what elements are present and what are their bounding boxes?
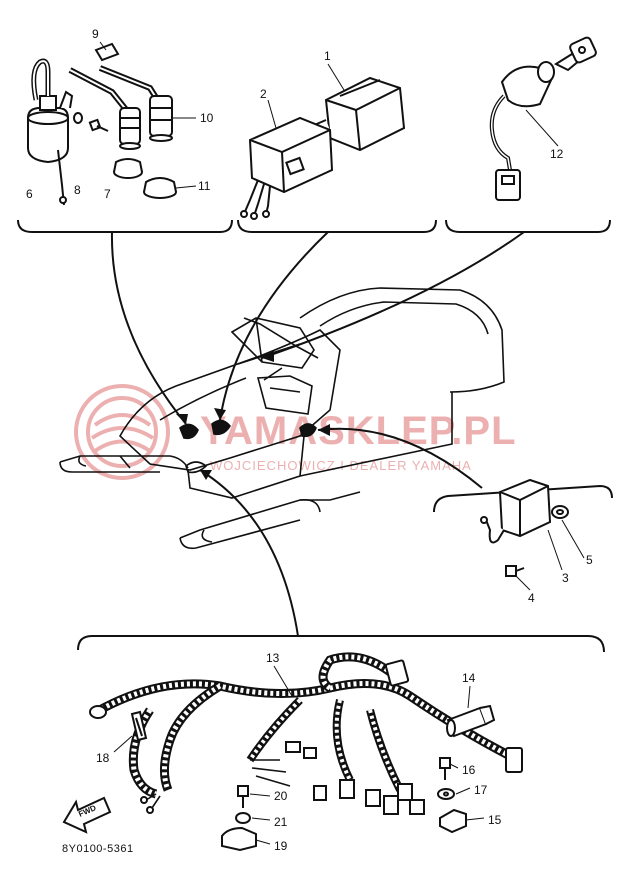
ignition-coil	[27, 58, 74, 206]
terminal-b	[146, 806, 154, 814]
callout-21: 21	[274, 815, 288, 829]
wire-harness	[93, 652, 513, 809]
callout-12: 12	[550, 147, 564, 161]
sleeve-part-14	[446, 704, 496, 738]
voltage-regulator-part-3	[480, 478, 552, 544]
connector-g	[397, 783, 413, 801]
callout-17: 17	[474, 783, 488, 797]
bolt-part-20	[237, 785, 249, 808]
clamp-part-19	[221, 826, 257, 852]
connector-c	[313, 785, 327, 801]
callouts: 1 2 3 4 5 6 7 8 9 10 11 12 13 14 15 16 1…	[26, 27, 593, 853]
washer-part-17	[437, 788, 455, 800]
leader-switch	[261, 231, 525, 359]
bracket-left	[17, 219, 233, 233]
connector-top	[384, 659, 410, 687]
callout-18: 18	[96, 751, 110, 765]
bolt-part-4	[505, 565, 525, 577]
watermark: YAMASKLEP.PL WOJCIECHOWICZ I DEALER YAMA…	[74, 384, 517, 480]
callout-20: 20	[274, 789, 288, 803]
connector-e	[365, 789, 381, 807]
washer-part-21	[235, 812, 251, 824]
nut-part-5	[551, 505, 569, 519]
regulator-unit	[240, 116, 334, 220]
watermark-text: YAMASKLEP.PL	[200, 409, 517, 453]
drawing-code: 8Y0100-5361	[62, 843, 134, 855]
callout-1: 1	[324, 49, 331, 63]
connector-h	[409, 799, 425, 815]
callout-2: 2	[260, 87, 267, 101]
terminal-a	[140, 796, 148, 804]
leader-cdi	[219, 231, 329, 421]
leader-harness	[199, 469, 299, 637]
callout-9: 9	[92, 27, 99, 41]
callout-7: 7	[104, 187, 111, 201]
bracket-right	[445, 219, 611, 233]
connector-a	[285, 741, 301, 753]
bolt-part-16	[439, 757, 451, 780]
watermark-logo	[74, 384, 170, 480]
washer-part-8	[73, 112, 83, 124]
fwd-arrow-icon: FWD	[62, 796, 112, 834]
grommets-part-11	[113, 158, 177, 199]
leader-regulator	[317, 427, 483, 489]
callout-14: 14	[462, 671, 476, 685]
key-icon	[553, 36, 597, 72]
callout-11: 11	[198, 179, 211, 193]
callout-5: 5	[586, 553, 593, 567]
spark-plug-caps	[68, 65, 173, 150]
bolt-part-7	[88, 118, 109, 132]
leader-ignition	[110, 231, 187, 425]
main-switch	[489, 61, 555, 201]
harness-bracket	[77, 635, 605, 653]
callout-16: 16	[462, 763, 476, 777]
callout-3: 3	[562, 571, 569, 585]
bracket-middle	[237, 219, 437, 233]
callout-13: 13	[266, 651, 280, 665]
connector-round	[89, 705, 107, 719]
connector-f	[383, 795, 399, 815]
connector-b	[303, 747, 317, 759]
callout-10: 10	[200, 111, 214, 125]
leader-arrowheads	[176, 350, 330, 480]
clamp-part-15	[439, 808, 467, 834]
harness-connectors	[89, 659, 523, 815]
clamp-part-9	[94, 42, 120, 62]
callout-15: 15	[488, 813, 502, 827]
callout-8: 8	[74, 183, 81, 197]
leader-lines	[110, 231, 525, 637]
connector-right	[505, 747, 523, 773]
watermark-subtext: WOJCIECHOWICZ I DEALER YAMAHA	[210, 458, 472, 473]
callout-19: 19	[274, 839, 288, 853]
callout-6: 6	[26, 187, 33, 201]
snowmobile-body	[59, 287, 505, 550]
top-brackets	[17, 219, 611, 233]
callout-4: 4	[528, 591, 535, 605]
callout-ticks	[99, 41, 585, 845]
connector-d	[339, 779, 355, 799]
band-part-18	[130, 710, 148, 742]
